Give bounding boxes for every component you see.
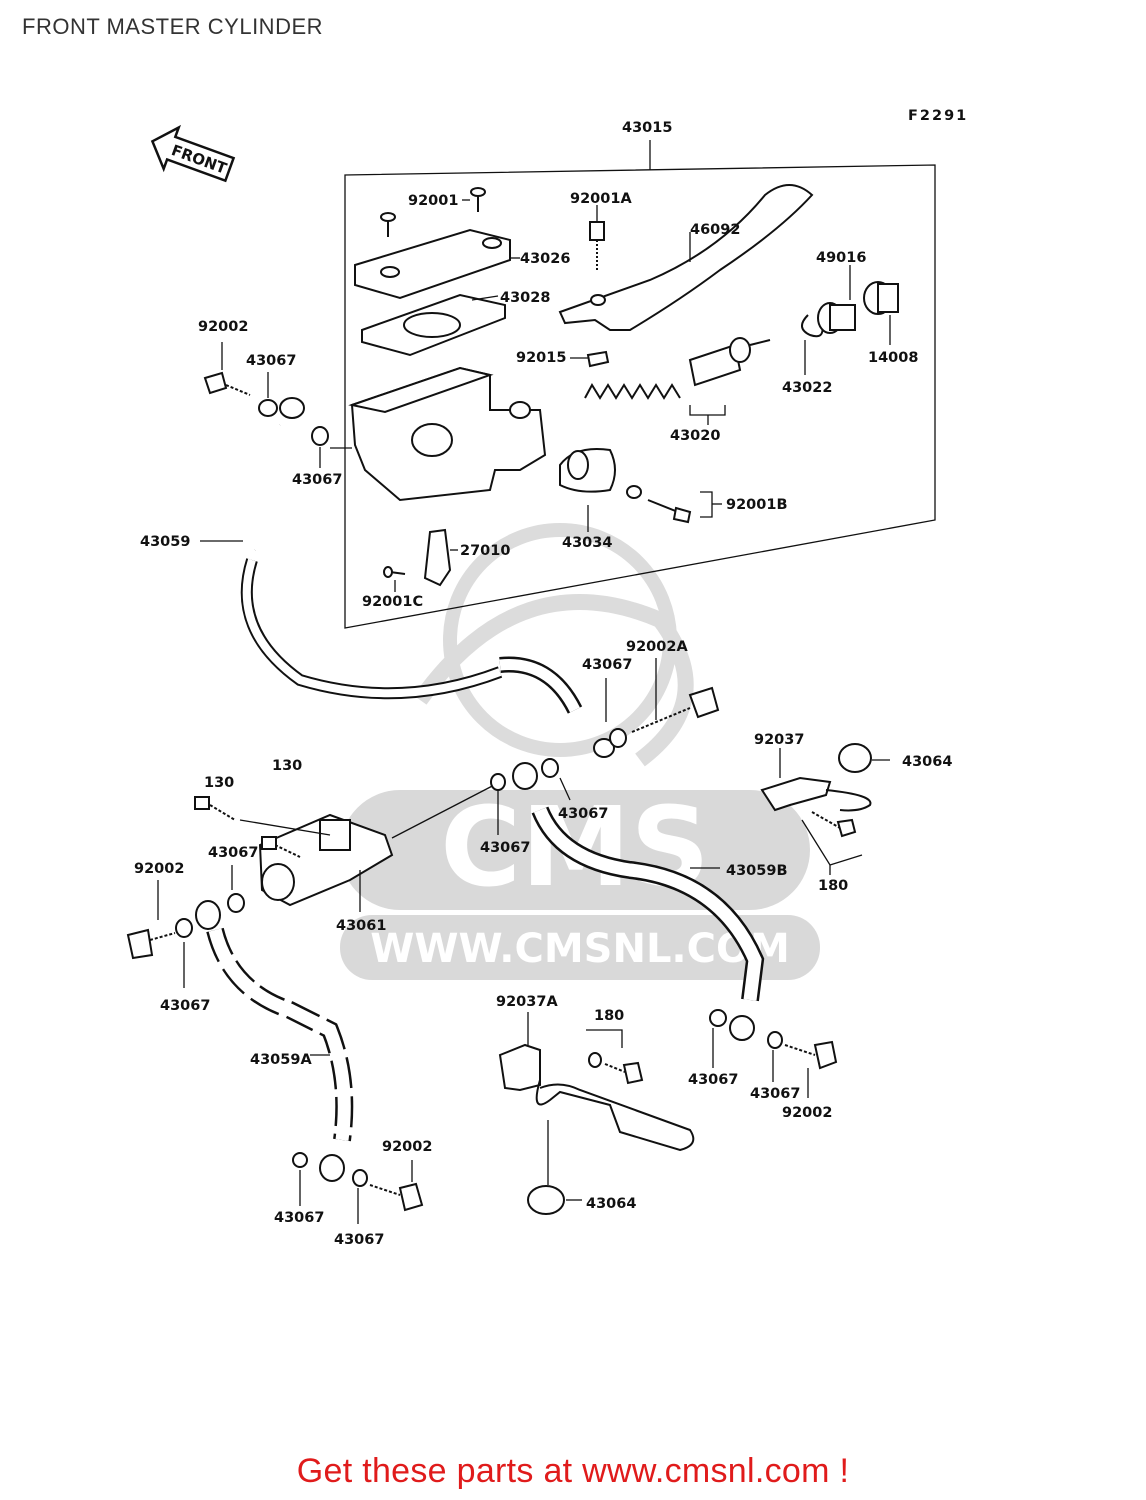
callout-92001C: 92001C: [362, 594, 423, 610]
callout-180-a: 180: [818, 878, 848, 894]
callout-43067-c: 43067: [582, 657, 632, 673]
hose-bracket-upper: [760, 743, 890, 875]
callout-92001: 92001: [408, 193, 458, 209]
callout-92037: 92037: [754, 732, 804, 748]
callout-labels: 43015 92001 92001A 46092 43026 43028 490…: [134, 120, 952, 1248]
callout-43026: 43026: [520, 251, 570, 267]
handlebar-clamp: [559, 448, 722, 532]
middle-banjo-fitting: [490, 758, 571, 835]
callout-130-a: 130: [272, 758, 302, 774]
callout-27010: 27010: [460, 543, 510, 559]
callout-43067-e: 43067: [480, 840, 530, 856]
callout-92001B: 92001B: [726, 497, 788, 513]
master-cylinder-body: [330, 366, 547, 502]
piston-spring: [584, 337, 771, 425]
callout-92001A: 92001A: [570, 191, 632, 207]
reservoir-cap: [354, 228, 520, 300]
callout-43059: 43059: [140, 534, 190, 550]
callout-92002-top: 92002: [198, 319, 248, 335]
piston-seal-parts: [801, 265, 899, 375]
callout-43067-j: 43067: [274, 1210, 324, 1226]
right-brake-hose: [531, 806, 838, 1098]
banjo-bolt-92002A-icon: [605, 658, 720, 748]
callout-49016: 49016: [816, 250, 866, 266]
callout-43067-a: 43067: [246, 353, 296, 369]
master-cylinder-kit-outline: [344, 140, 936, 629]
cap-screw-icon: [380, 187, 486, 237]
banjo-bolt-icon: [203, 342, 329, 468]
callout-43020: 43020: [670, 428, 720, 444]
callout-46092: 46092: [690, 222, 740, 238]
callout-92002-left: 92002: [134, 861, 184, 877]
brake-hose-joint: [194, 781, 501, 912]
callout-43067-g: 43067: [160, 998, 210, 1014]
watermark-url: WWW.CMSNL.COM: [370, 926, 790, 972]
upper-brake-hose: [200, 397, 615, 758]
callout-14008: 14008: [868, 350, 918, 366]
brake-light-switch: [383, 528, 458, 592]
callout-43034: 43034: [562, 535, 612, 551]
front-arrow-icon: FRONT: [150, 124, 236, 183]
left-brake-hose: [126, 865, 424, 1224]
callout-92002-right: 92002: [782, 1105, 832, 1121]
callout-43067-i: 43067: [750, 1086, 800, 1102]
callout-43015: 43015: [622, 120, 672, 136]
brake-lever: [558, 184, 814, 331]
hose-bracket-lower: [498, 1012, 695, 1215]
get-parts-link[interactable]: Get these parts at www.cmsnl.com !: [296, 1452, 850, 1490]
callout-130-b: 130: [204, 775, 234, 791]
callout-43028: 43028: [500, 290, 550, 306]
page-title: FRONT MASTER CYLINDER: [22, 14, 324, 39]
callout-43067-b: 43067: [292, 472, 342, 488]
callout-43067-f: 43067: [208, 845, 258, 861]
callout-43067-h: 43067: [688, 1072, 738, 1088]
callout-92037A: 92037A: [496, 994, 558, 1010]
callout-43059A: 43059A: [250, 1052, 312, 1068]
callout-43061: 43061: [336, 918, 386, 934]
reservoir-diaphragm: [361, 293, 506, 357]
callout-43022: 43022: [782, 380, 832, 396]
callout-43067-d: 43067: [558, 806, 608, 822]
callout-180-b: 180: [594, 1008, 624, 1024]
callout-43064-b: 43064: [586, 1196, 636, 1212]
figure-code: F2291: [908, 108, 968, 124]
pivot-bolt-icon: [570, 205, 610, 368]
callout-43059B: 43059B: [726, 863, 788, 879]
callout-43064-a: 43064: [902, 754, 952, 770]
callout-92002-bottom: 92002: [382, 1139, 432, 1155]
callout-92002A: 92002A: [626, 639, 688, 655]
callout-92015: 92015: [516, 350, 566, 366]
callout-43067-k: 43067: [334, 1232, 384, 1248]
